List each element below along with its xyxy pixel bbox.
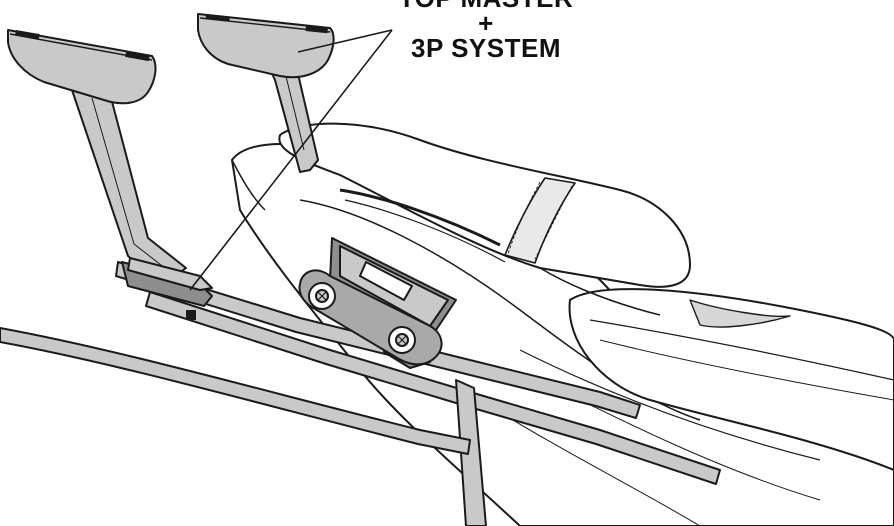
callout-line-1: TOP MASTER bbox=[386, 0, 586, 11]
grab-pad-front bbox=[7, 29, 157, 105]
bolt-left bbox=[308, 282, 336, 310]
callout-leaders bbox=[189, 29, 393, 291]
rack-arm-front bbox=[71, 89, 187, 287]
front-mount-block bbox=[121, 257, 213, 320]
grab-pad-rear bbox=[197, 13, 335, 79]
bolt-right bbox=[388, 326, 416, 354]
callout-line-2: + bbox=[478, 8, 494, 38]
callout-label: TOP MASTER + 3P SYSTEM bbox=[386, 0, 586, 61]
callout-line-3: 3P SYSTEM bbox=[411, 33, 561, 63]
motorcycle-body bbox=[231, 122, 894, 526]
